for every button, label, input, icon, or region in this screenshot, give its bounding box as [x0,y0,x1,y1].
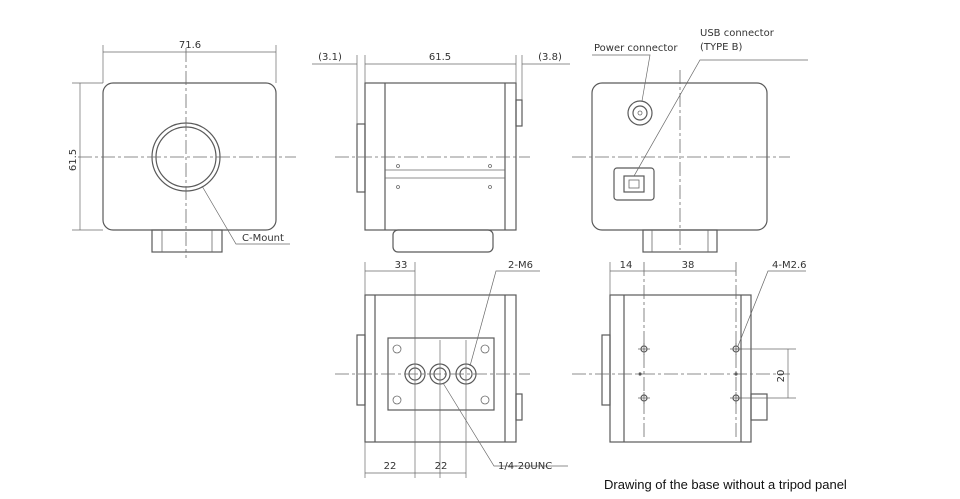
unc-leader [442,382,568,467]
base-38-label: 38 [682,260,695,271]
base-14-label: 14 [620,260,633,271]
usb-connector-port [623,175,645,193]
power-connector-outer [627,100,653,126]
side-lens-ring [356,123,366,193]
front-tripod-foot [151,229,223,253]
usb-connector-leader [633,59,808,177]
m6-leader [469,270,540,367]
c-mount-leader [201,185,290,245]
side-body-outline [364,82,517,231]
base-view: 14 38 4-M2.6 20 [572,260,807,443]
power-connector-label: Power connector [594,43,678,54]
side-rear-connector [515,99,523,127]
front-view: 71.6 61.5 C-Mount [68,40,296,258]
c-mount-label: C-Mount [242,233,284,244]
bottom-unc-label: 1/4-20UNC [498,461,552,472]
power-connector-leader [592,54,651,102]
base-lens-ring [601,334,611,406]
bottom-view: 33 2-M6 22 22 1/4-20UNC [335,260,568,478]
usb-type-label: (TYPE B) [700,42,743,53]
bottom-rear-connector [515,393,523,421]
rear-view: Power connector USB connector (TYPE B) [572,28,808,253]
bottom-33-label: 33 [395,260,408,271]
side-view: (3.1) 61.5 (3.8) [312,52,570,253]
bottom-m6-label: 2-M6 [508,260,533,271]
side-right-offset-label: (3.8) [538,52,562,63]
side-width-label: 61.5 [429,52,451,63]
m26-holes [638,343,742,404]
power-connector-inner [632,105,648,121]
usb-connector-housing [613,167,655,201]
side-tripod-foot [392,229,494,253]
base-rear-connector [750,393,768,421]
base-m26-label: 4-M2.6 [772,260,807,271]
base-drawing-caption: Drawing of the base without a tripod pan… [604,477,847,492]
base-body-outline [609,294,752,443]
bottom-22a-label: 22 [384,461,397,472]
front-width-label: 71.6 [179,40,201,51]
front-body-outline [102,82,277,231]
usb-connector-label: USB connector [700,28,775,39]
side-left-offset-label: (3.1) [318,52,342,63]
bottom-lens-ring [356,334,366,406]
rear-body-outline [591,82,768,231]
rear-tripod-foot [642,229,718,253]
front-height-label: 61.5 [68,149,79,171]
m26-leader [737,270,806,347]
base-20-label: 20 [776,370,787,383]
bottom-22b-label: 22 [435,461,448,472]
